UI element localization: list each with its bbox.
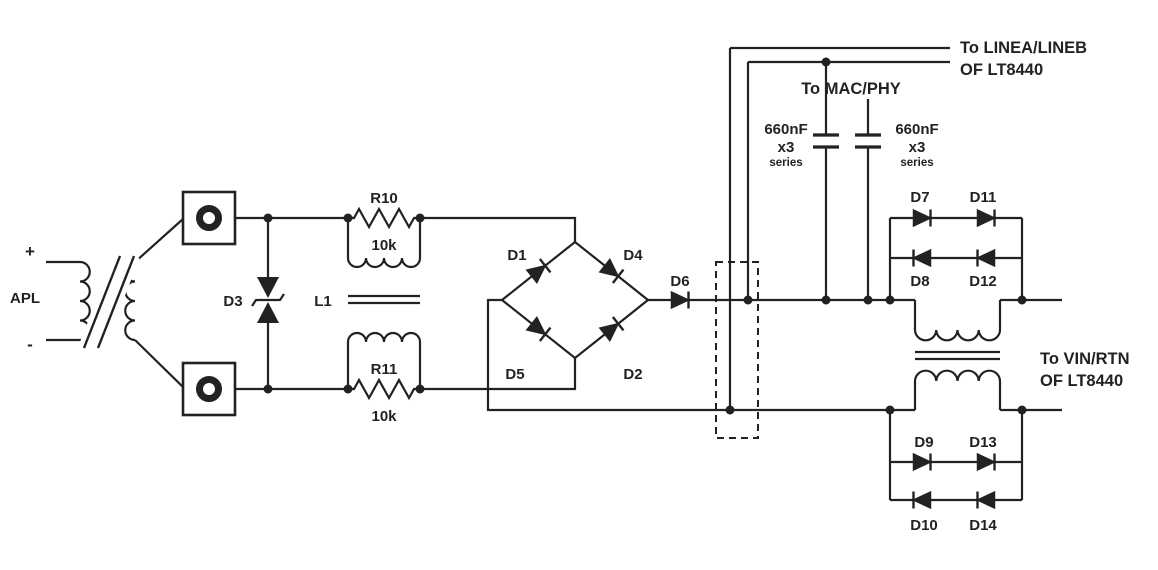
label-d12: D12 [969,273,997,290]
label-cap-left-note: series [769,157,802,169]
label-to-mac-phy: To MAC/PHY [801,80,901,98]
resistor-r10 [348,206,420,230]
diode-d5-icon [525,315,552,343]
capacitor-left [813,62,839,300]
line-tap-dashed-box [715,261,759,439]
apl-cable-transformer [46,218,184,388]
label-l1: L1 [314,293,332,310]
diode-d10-icon [912,490,932,510]
connector-pin-icon [196,205,222,231]
tvs-diode-d3 [251,218,285,389]
connector-top [181,190,237,246]
label-cap-left-qty: x3 [778,139,795,156]
label-r11-value: 10k [371,408,397,425]
label-r10: R10 [370,190,398,207]
label-d6: D6 [670,273,689,290]
connector-pin-icon [196,376,222,402]
label-r11: R11 [371,361,398,378]
diode-d9-icon [912,452,932,472]
label-d4: D4 [623,247,643,264]
label-to-vin-line1: To VIN/RTN [1040,350,1130,368]
label-minus-terminal: - [27,335,33,354]
diode-d1-icon [525,257,552,285]
diode-d4-icon [598,257,625,285]
label-cap-right-qty: x3 [909,139,926,156]
label-d2: D2 [623,366,642,383]
diode-d12-icon [976,248,996,268]
diode-d2-icon [598,315,625,343]
label-d7: D7 [910,189,929,206]
diode-d7-icon [912,208,932,228]
connector-bottom [181,361,237,417]
capacitor-plates-icon [855,133,881,149]
diode-d13-icon [976,452,996,472]
diode-d6 [670,290,690,310]
label-cap-right-value: 660nF [895,121,938,138]
transformer-right [913,329,1002,382]
label-to-linea-line2: OF LT8440 [960,61,1043,79]
clamp-array-bottom [888,410,1024,510]
capacitor-right [855,99,881,300]
clamp-array-top [888,208,1024,300]
diode-d11-icon [976,208,996,228]
label-cap-right-note: series [900,157,933,169]
label-d5: D5 [505,366,524,383]
label-cap-left-value: 660nF [764,121,807,138]
label-apl: APL [10,290,40,307]
bridge-rectifier [500,240,650,360]
diode-d6-icon [670,290,690,310]
transformer-core-icon [915,350,1000,361]
label-d10: D10 [910,517,938,534]
cable-break-slash-icon [82,255,136,349]
label-d13: D13 [969,434,997,451]
label-to-linea-line1: To LINEA/LINEB [960,39,1087,57]
label-d8: D8 [910,273,929,290]
junction-dots [263,57,1027,415]
label-r10-value: 10k [371,237,397,254]
choke-l1 [346,218,422,389]
diode-d14-icon [976,490,996,510]
label-d11: D11 [970,189,997,206]
choke-core-icon [348,294,420,305]
resistor-r11 [348,377,420,401]
label-d3: D3 [223,293,242,310]
wires [235,46,1062,412]
label-plus-terminal: + [25,242,35,261]
capacitor-plates-icon [813,133,839,149]
label-d1: D1 [507,247,526,264]
diode-d8-icon [912,248,932,268]
label-to-vin-line2: OF LT8440 [1040,372,1123,390]
label-d14: D14 [969,517,997,534]
label-d9: D9 [914,434,933,451]
